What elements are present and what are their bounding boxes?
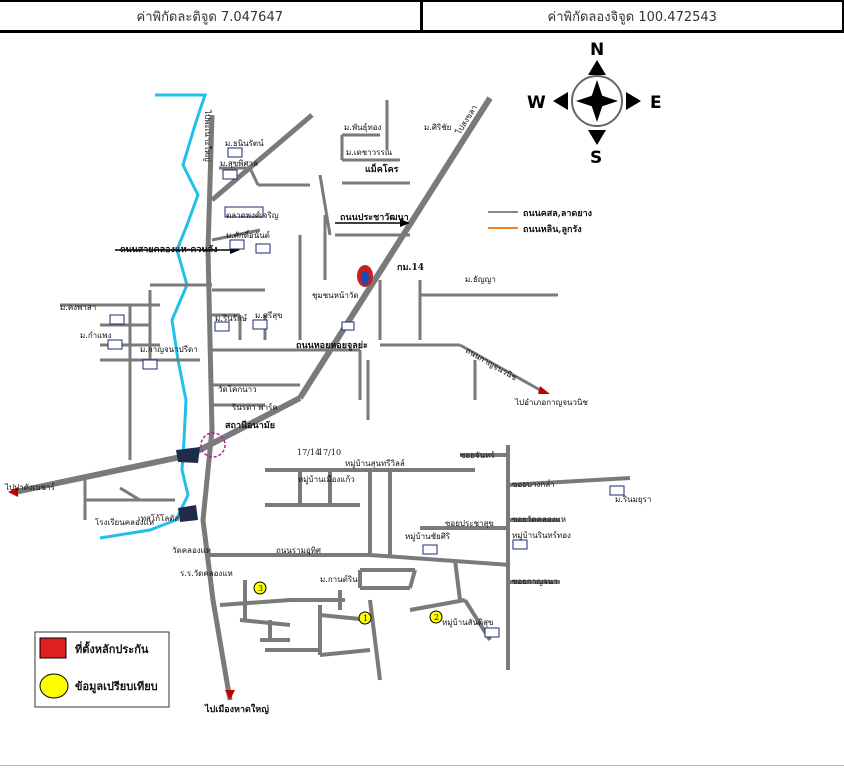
svg-text:2: 2: [434, 613, 439, 622]
label-m-kanrin: ม.กานต์ริน: [320, 574, 358, 584]
compass-east: E: [650, 93, 662, 113]
highway-main: [297, 96, 493, 400]
highway-west: [14, 452, 191, 495]
label-prachawatthana: ถนนประชาวัฒนา: [340, 212, 409, 223]
legend-comparison: ข้อมูลเปรียบเทียบ: [75, 680, 158, 694]
label-m-dech: ม.เดชาวรรณ: [346, 148, 393, 157]
direction-arrows: [8, 219, 550, 700]
label-rin-park: รินรดา พาร์ค: [231, 402, 277, 412]
legend-collateral: ที่ตั้งหลักประกัน: [75, 641, 149, 656]
label-m-rinrak: ม.รินรักษ์: [215, 313, 247, 323]
map-labels: ไปพะเนาะใหญ่ ม.ธนินรัตน์ ม.สุขพิศาล ตลาด…: [4, 104, 651, 715]
compass-west: W: [527, 93, 546, 113]
label-to-kanchana: ไปอำเภอกาญจนวนิช: [514, 398, 588, 407]
label-soi-chan: ซอยจันทร์: [460, 450, 495, 460]
compass-north: N: [590, 40, 604, 60]
label-m-mart: แม็คโคร: [365, 162, 399, 175]
overpass-south: [178, 505, 198, 522]
label-chumchon: ชุมชนหน้าวัด: [312, 291, 359, 300]
label-wat-neo: วัดโคกนาว: [218, 384, 257, 394]
compass: N S W E: [527, 40, 662, 168]
label-m-sirichai: ม.ศิริชัย: [424, 123, 451, 132]
label-to-padang: ไปปาดังเบซาร์: [4, 482, 56, 492]
overpass-north: [176, 447, 200, 463]
bottom-divider: [0, 765, 844, 766]
label-soi-17: 17/14: [297, 448, 320, 457]
label-kohhong: ถนนหอยหอยจูลย่ะ: [296, 340, 368, 351]
label-m-dhaninrat: ม.ธนินรัตน์: [225, 138, 264, 148]
label-m-srisuk: ม.ศรีสุข: [255, 311, 283, 320]
label-m-phanthong: ม.พันธุ์ทอง: [344, 122, 382, 132]
label-to-chana: ไปพะเนาะใหญ่: [203, 109, 212, 162]
label-market: ตลาดพงศ์เจริญ: [226, 210, 279, 220]
label-km14: กม.14: [397, 263, 424, 273]
label-tesco: เทสโก้โลตัส: [138, 513, 179, 523]
label-moo-ban: หมู่บ้านสุนทรีวิลล์: [345, 458, 405, 469]
comparison-markers: 3 1 2: [253, 581, 443, 625]
label-m-rin-mayura: ม.รินมยุรา: [615, 495, 651, 504]
minor-roads: [60, 100, 558, 520]
compass-south: S: [590, 148, 602, 168]
label-moo-chaisiri: หมู่บ้านชัยศิริ: [405, 532, 451, 542]
landmark-logo-icon: [357, 265, 373, 287]
river: [99, 93, 208, 540]
road-legend-paved: ถนนคสล,ลาดยาง: [523, 209, 592, 219]
label-to-hatyai: ไปเมืองหาดใหญ่: [204, 703, 269, 715]
coordinate-bar: ค่าพิกัดละติจูด 7.047647 ค่าพิกัดลองจิจู…: [0, 0, 844, 33]
target-circle: [200, 432, 226, 458]
label-soi-17b: 17/10: [318, 448, 341, 457]
svg-text:3: 3: [258, 584, 263, 593]
label-huaplaiban: ถนนสายคลองแห-ควนลัง: [120, 244, 218, 255]
road-legend-dirt: ถนนหลิน,ลูกรัง: [523, 224, 582, 235]
label-m-kanchana: ม.กาญจนาปรีดา: [140, 345, 198, 354]
label-soi-kanchana: ซอยกาญจนา: [512, 577, 558, 586]
label-klong-hae: โรงเรียนคลองแห: [95, 517, 154, 527]
label-kalasin-road: ถนนกาญจนวนิช: [464, 346, 519, 383]
label-m-thanya: ม.ธัญญา: [465, 275, 496, 284]
label-soi-bang: ซอยบางกล่ำ: [512, 478, 555, 489]
label-m-sukpisan: ม.สุขพิศาล: [220, 159, 258, 168]
road-legend: ถนนคสล,ลาดยาง ถนนหลิน,ลูกรัง: [488, 209, 592, 235]
label-muang-kae: หมู่บ้านเมืองแก้ว: [298, 475, 355, 485]
longitude-label: ค่าพิกัดลองจิจูด 100.472543: [419, 2, 844, 30]
svg-text:1: 1: [363, 614, 368, 623]
label-m-lat-thong: ม.ศักดิ์อนันต์: [226, 229, 270, 240]
label-wat-klong-hae: วัดคลองแห: [172, 546, 211, 555]
road-ne: [210, 113, 314, 202]
label-sai-kan: ถนนรามอุทิศ: [276, 546, 321, 555]
label-m-khongpasa: ม.คงพาสา: [60, 303, 96, 312]
label-soi-prachasuk: ซอยประชาสุข: [445, 519, 494, 528]
label-m-kamphaeng: ม.กำแพง: [80, 331, 112, 340]
location-map: N S W E ถนนคสล,ลาดยาง ถนนหลิน,ลูกรัง ที่…: [4, 40, 662, 715]
village-icons: [107, 147, 625, 638]
road-north-south: [200, 114, 233, 701]
label-soi-wat: ซอยวัดคลองแห: [512, 515, 566, 524]
label-sathorn: สถานีอนามัย: [225, 420, 275, 431]
latitude-label: ค่าพิกัดละติจูด 7.047647: [136, 9, 284, 25]
map-legend: ที่ตั้งหลักประกัน ข้อมูลเปรียบเทียบ: [34, 631, 170, 708]
label-moo-rin: หมู่บ้านรินทร์ทอง: [512, 530, 571, 541]
label-school-2: ร.ร.วัดคลองแห: [180, 569, 233, 578]
label-moo-sun: หมู่บ้านสันติสุข: [442, 618, 493, 628]
southeast-roads: [205, 445, 631, 681]
